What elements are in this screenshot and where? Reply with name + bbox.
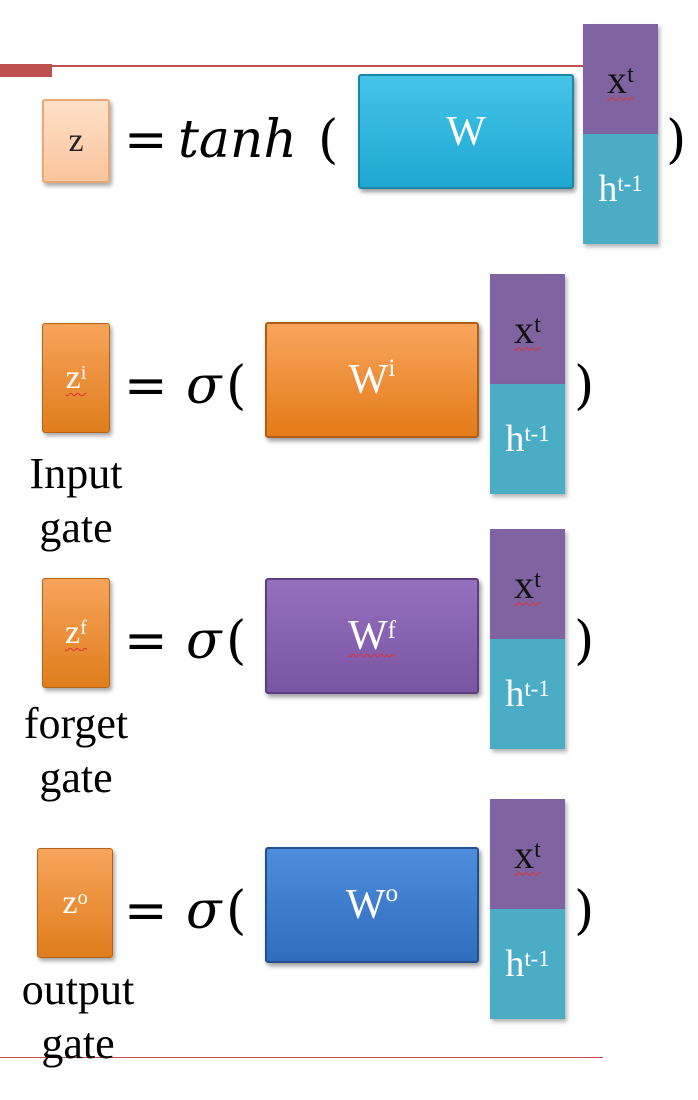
x-input-block: xt [490,799,565,909]
x-symbol: x [514,831,535,877]
caption-line-2: gate [39,503,113,553]
weight-symbol: W [345,882,386,928]
x-superscript: t [534,566,541,593]
bottom-rule [0,1057,603,1058]
weight-matrix: Wf [265,578,479,694]
h-symbol: h [505,418,525,460]
h-symbol: h [505,943,525,985]
z-gate-box: zf [42,578,110,688]
caption-line-1: Input [29,449,123,498]
accent-bar [0,64,52,77]
equals-sign: = [124,881,168,941]
h-prev-block: ht-1 [490,909,565,1019]
function-name: tanh [178,110,297,170]
open-paren: ( [318,110,339,170]
z-symbol: z [68,122,84,159]
h-superscript: t-1 [524,420,550,446]
x-input-block: xt [583,24,658,134]
z-gate-box: zi [42,323,110,433]
open-paren: ( [226,611,247,671]
caption-line-1: forget [23,699,129,748]
x-input-block: xt [490,274,565,384]
h-superscript: t-1 [524,675,550,701]
open-paren: ( [226,881,247,941]
close-paren: ) [574,611,595,671]
z-gate-box: zo [37,848,113,958]
x-symbol: x [607,56,628,102]
caption-line-1: output [21,965,135,1014]
weight-symbol: W [446,108,486,155]
close-paren: ) [574,881,595,941]
sigma-function: σ [186,881,222,941]
h-prev-block: ht-1 [583,134,658,244]
x-symbol: x [514,306,535,352]
z-symbol: z [62,884,78,921]
h-superscript: t-1 [617,170,643,196]
z-symbol: z [65,614,81,651]
equals-sign: = [124,611,168,671]
x-superscript: t [534,311,541,338]
close-paren: ) [666,110,687,170]
z-superscript: i [80,361,87,384]
x-input-block: xt [490,529,565,639]
sigma-function: σ [186,611,222,671]
x-superscript: t [534,836,541,863]
caption-line-2: gate [41,1019,115,1069]
h-symbol: h [505,673,525,715]
z-box: z [42,99,110,183]
h-prev-block: ht-1 [490,639,565,749]
z-symbol: z [65,359,81,396]
h-superscript: t-1 [524,945,550,971]
gate-caption: output gate [0,965,158,1069]
weight-superscript: f [387,616,397,644]
sigma-function: σ [186,356,222,416]
open-paren: ( [226,356,247,416]
h-symbol: h [598,168,618,210]
equals-sign: = [124,110,168,170]
h-prev-block: ht-1 [490,384,565,494]
gate-caption: forget gate [0,699,156,803]
weight-symbol: W [347,613,388,659]
z-superscript: f [80,616,87,639]
close-paren: ) [574,356,595,416]
x-symbol: x [514,561,535,607]
caption-line-2: gate [39,753,113,803]
weight-matrix: W [358,74,574,189]
weight-symbol: W [348,357,389,403]
top-rule [52,65,598,67]
equals-sign: = [124,356,168,416]
z-superscript: o [77,886,88,909]
x-superscript: t [627,61,634,88]
gate-caption: Input gate [0,449,156,553]
